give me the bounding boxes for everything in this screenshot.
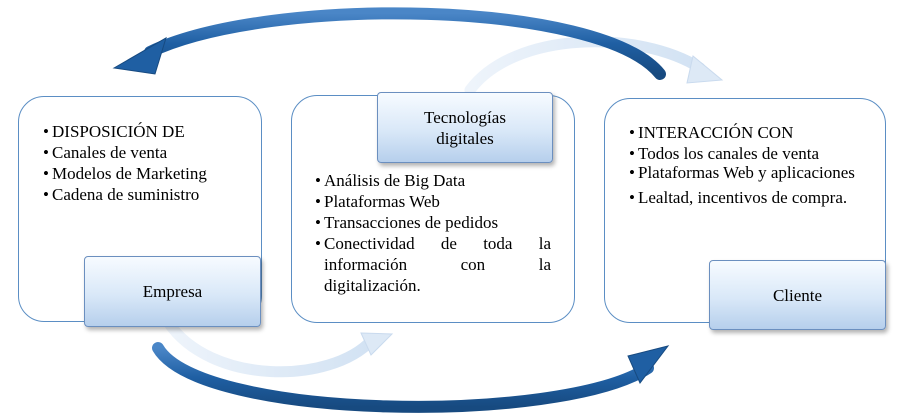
list-item: Cadena de suministro [43,184,258,205]
tecnologias-label: Tecnologías digitales [424,107,506,148]
list-item: INTERACCIÓN CON [629,122,874,143]
tech-to-cliente-arrowhead [686,55,724,84]
empresa-label-box: Empresa [84,256,261,327]
list-item: Plataformas Web y aplicaciones [629,164,874,181]
list-item: Canales de venta [43,142,258,163]
tech-to-cliente-arrow [464,36,706,96]
list-item: Lealtad, incentivos de compra. [629,187,874,208]
list-item: Todos los canales de venta [629,143,874,164]
empresa-to-cliente-arrow [152,342,654,413]
list-item: Análisis de Big Data [315,170,551,191]
cliente-to-empresa-arrowhead [112,36,167,75]
tecnologias-list: Análisis de Big Data Plataformas Web Tra… [315,170,551,296]
tecnologias-label-box: Tecnologías digitales [377,92,553,163]
list-item: Conectividad de toda la información con … [315,233,551,296]
list-item: Transacciones de pedidos [315,212,551,233]
empresa-label: Empresa [142,282,203,301]
cliente-list: INTERACCIÓN CON Todos los canales de ven… [629,122,874,208]
list-item: Modelos de Marketing [43,163,258,184]
list-item: DISPOSICIÓN DE [43,121,258,142]
empresa-list: DISPOSICIÓN DE Canales de venta Modelos … [43,121,258,205]
list-item: Plataformas Web [315,191,551,212]
cliente-to-empresa-arrow [144,7,666,80]
cliente-label: Cliente [772,285,823,305]
empresa-to-tech-arrowhead [360,332,394,356]
empresa-to-tech-arrow [162,316,378,378]
cliente-label-box: Cliente [709,260,886,330]
empresa-to-cliente-arrowhead [627,345,670,384]
